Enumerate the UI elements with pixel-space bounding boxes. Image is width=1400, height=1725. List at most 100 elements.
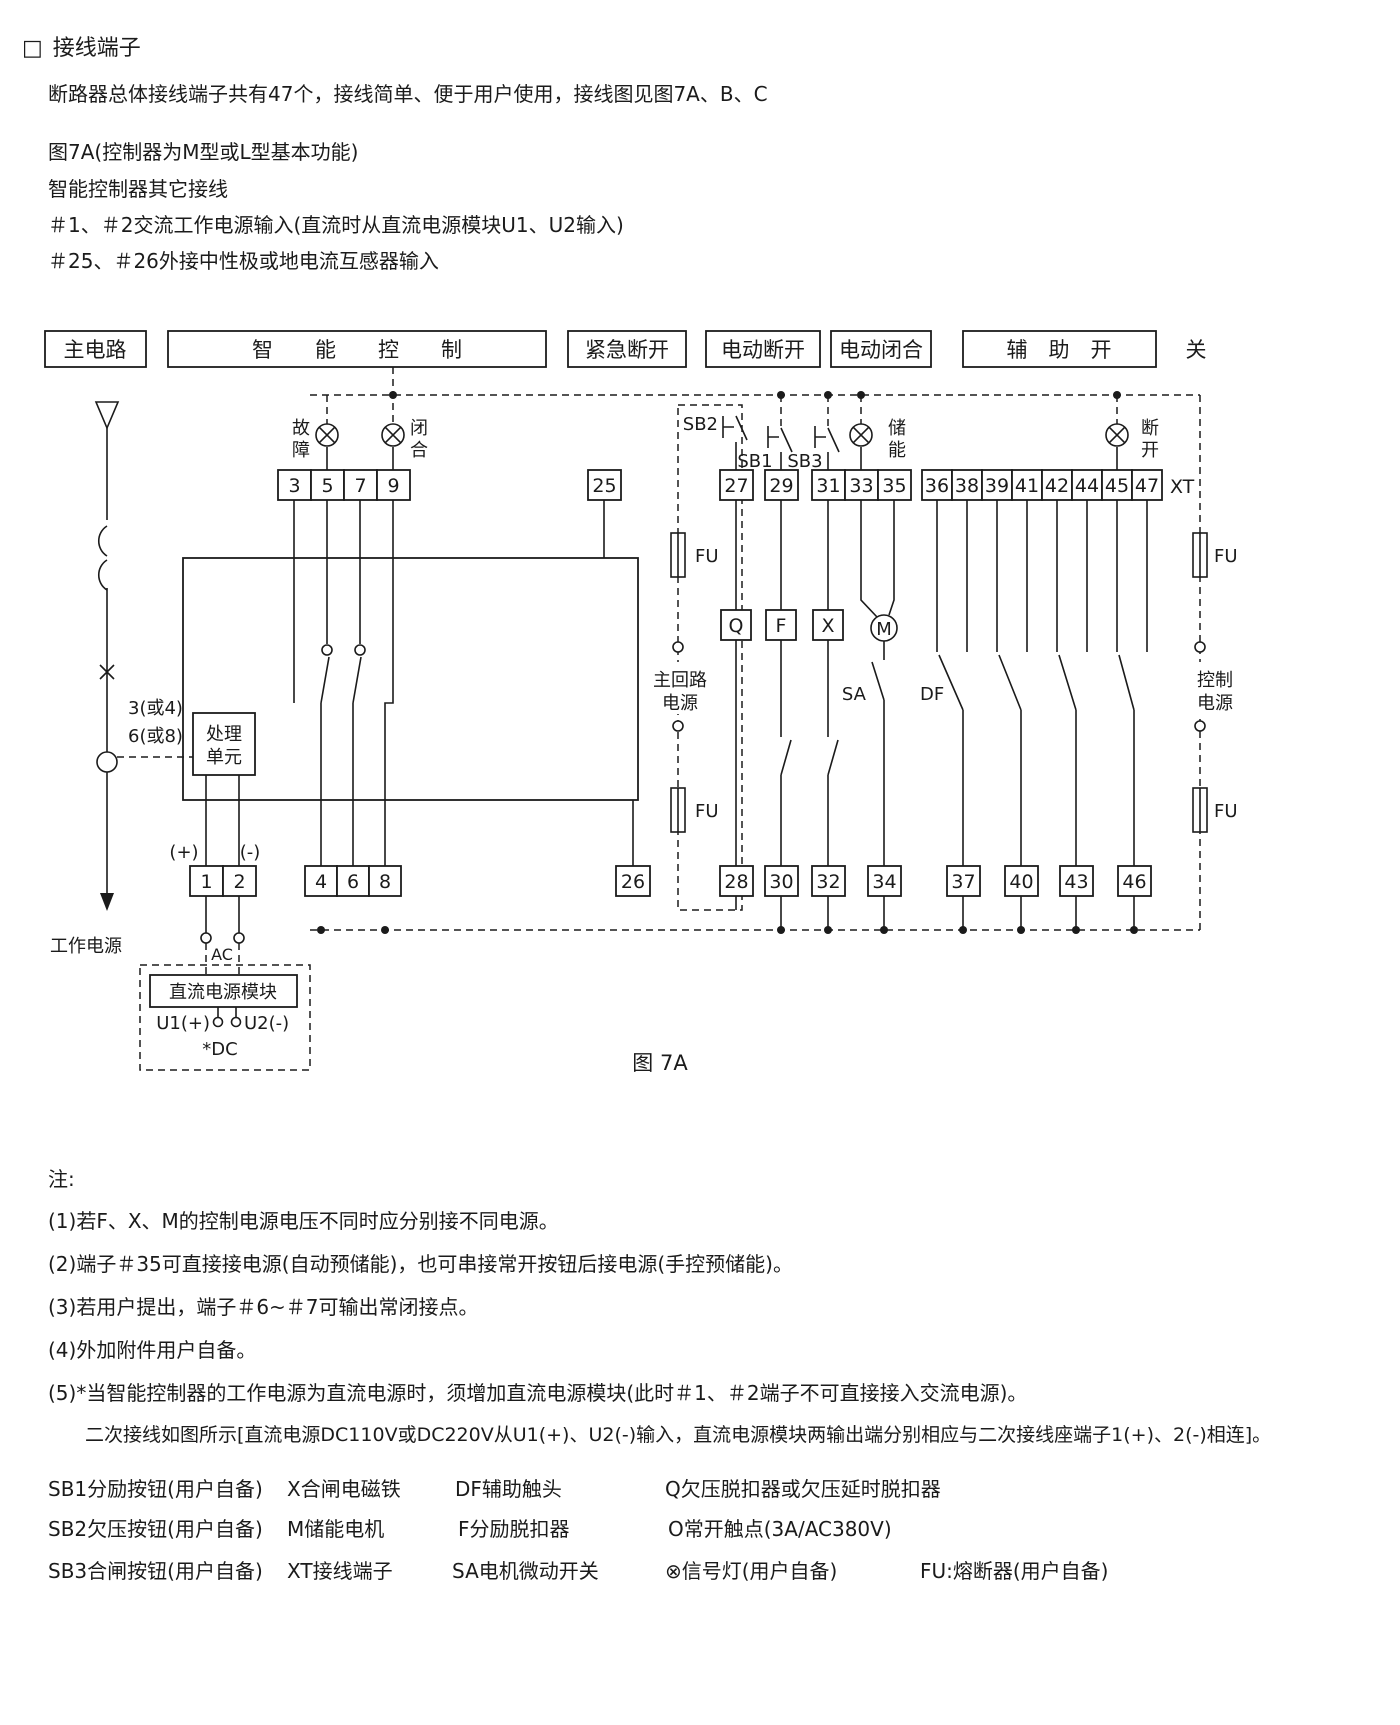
open-label-1: 断 (1141, 418, 1159, 439)
svg-text:2: 2 (233, 871, 245, 893)
control-power-label-1: 控制 (1197, 670, 1233, 691)
motor-icon (870, 614, 898, 642)
fu-label-4: FU (1214, 801, 1238, 822)
arrow-down-icon (100, 893, 114, 911)
f-release-box (765, 609, 797, 641)
legend-xt: XT接线端子 (287, 1559, 393, 1583)
legend-fu: FU:熔断器(用户自备) (920, 1559, 1109, 1583)
caption-line-2: 智能控制器其它接线 (48, 177, 228, 201)
legend-q: Q欠压脱扣器或欠压延时脱扣器 (665, 1477, 941, 1501)
terminal-41: 41 (1011, 469, 1043, 501)
main-loop-power-label-1: 主回路 (653, 670, 707, 691)
svg-text:29: 29 (769, 475, 793, 497)
svg-text:辅 助 开: 辅 助 开 (1007, 338, 1112, 362)
svg-text:43: 43 (1064, 871, 1088, 893)
terminal-31: 31 (811, 469, 846, 501)
svg-text:主电路: 主电路 (64, 338, 127, 362)
terminal-26: 26 (615, 865, 651, 897)
svg-text:36: 36 (925, 475, 949, 497)
control-power-label-2: 电源 (1197, 693, 1233, 714)
terminal-46: 46 (1117, 865, 1152, 897)
processing-unit-box (192, 712, 256, 776)
legend-sb3: SB3合闸按钮(用户自备) (48, 1559, 263, 1583)
terminal-1: 1 (189, 865, 224, 897)
note-3: (3)若用户提出，端子＃6~＃7可输出常闭接点。 (48, 1295, 479, 1319)
svg-text:38: 38 (955, 475, 979, 497)
svg-text:33: 33 (849, 475, 873, 497)
terminal-38: 38 (951, 469, 983, 501)
legend-df: DF辅助触头 (455, 1477, 562, 1501)
terminal-32: 32 (811, 865, 846, 897)
terminal-45: 45 (1101, 469, 1133, 501)
processing-unit-label-2: 单元 (206, 747, 242, 768)
svg-text:电动断开: 电动断开 (721, 338, 805, 362)
svg-text:44: 44 (1075, 475, 1099, 497)
section-header-motor-close: 电动闭合 (830, 330, 932, 368)
u1-label: U1(+) (156, 1013, 210, 1034)
intro-text: 断路器总体接线端子共有47个，接线简单、便于用户使用，接线图见图7A、B、C (48, 82, 768, 106)
svg-text:25: 25 (592, 475, 616, 497)
legend-x: X合闸电磁铁 (287, 1477, 401, 1501)
store-label-1: 储 (888, 418, 906, 439)
solid-wiring (99, 415, 1148, 1017)
terminal-9: 9 (376, 469, 411, 501)
legend-signal-lamp: ⊗信号灯(用户自备) (665, 1559, 838, 1583)
dc-output-icon (230, 1016, 242, 1028)
note-1: (1)若F、X、M的控制电源电压不同时应分别接不同电源。 (48, 1209, 559, 1233)
q-label: Q (729, 615, 744, 637)
terminal-37: 37 (946, 865, 981, 897)
legend-sa: SA电机微动开关 (452, 1559, 599, 1583)
ac-terminal-icon (200, 932, 212, 944)
closed-lamp-icon (381, 423, 405, 447)
xt-label: XT (1170, 476, 1195, 498)
plus-label: (+) (169, 842, 198, 863)
section-header-intelligent-control: 智 能 控 制 (167, 330, 547, 368)
svg-text:42: 42 (1045, 475, 1069, 497)
wiring-diagram: 主电路 智 能 控 制 紧急断开 电动断开 电动闭合 辅 助 开 关 3 5 7… (44, 330, 1244, 1075)
open-lamp-icon (1105, 423, 1129, 447)
working-power-label: 工作电源 (50, 936, 122, 957)
note-2: (2)端子＃35可直接接电源(自动预储能)，也可串接常开按钮后接电源(手控预储能… (48, 1252, 793, 1276)
terminal-7: 7 (343, 469, 378, 501)
note-4: (4)外加附件用户自备。 (48, 1338, 257, 1362)
terminal-28: 28 (719, 865, 754, 897)
fault-label-1: 故 (292, 418, 310, 439)
svg-text:智 能 控 制: 智 能 控 制 (252, 338, 462, 362)
fu-label-2: FU (695, 801, 719, 822)
legend-m: M储能电机 (287, 1517, 385, 1541)
svg-text:39: 39 (985, 475, 1009, 497)
svg-text:5: 5 (321, 475, 333, 497)
legend-sb1: SB1分励按钮(用户自备) (48, 1477, 263, 1501)
terminal-5: 5 (310, 469, 345, 501)
section-marker: □ (22, 36, 43, 61)
legend-o: O常开触点(3A/AC380V) (668, 1517, 892, 1541)
terminal-8: 8 (368, 865, 402, 897)
svg-text:47: 47 (1135, 475, 1159, 497)
page-title: 接线端子 (52, 36, 141, 61)
dc-module-label: 直流电源模块 (169, 982, 277, 1003)
closed-label-1: 闭 (410, 418, 428, 439)
svg-text:28: 28 (724, 871, 748, 893)
label-bg (645, 662, 715, 714)
contact-pivot-icon (354, 644, 366, 656)
figure-caption: 图 7A (632, 1051, 688, 1075)
breaker-arcs-icon (97, 525, 108, 591)
fault-lamp-icon (315, 423, 339, 447)
f-label: F (776, 615, 787, 637)
fuse-icons (670, 532, 1208, 833)
caption-line-3: ＃1、＃2交流工作电源输入(直流时从直流电源模块U1、U2输入) (48, 213, 624, 237)
terminal-6: 6 (336, 865, 370, 897)
svg-text:9: 9 (387, 475, 399, 497)
contact-pivot-icon (321, 644, 333, 656)
svg-text:35: 35 (882, 475, 906, 497)
charged-lamp-icon (849, 423, 873, 447)
main-loop-power-label-2: 电源 (662, 693, 698, 714)
svg-text:26: 26 (621, 871, 645, 893)
terminal-36: 36 (921, 469, 953, 501)
fault-label-2: 障 (292, 440, 310, 461)
label-bg (1186, 662, 1244, 714)
aux-switch-tail: 关 (1186, 338, 1207, 362)
m-label: M (876, 619, 892, 640)
svg-text:8: 8 (379, 871, 391, 893)
sa-label: SA (842, 684, 867, 705)
